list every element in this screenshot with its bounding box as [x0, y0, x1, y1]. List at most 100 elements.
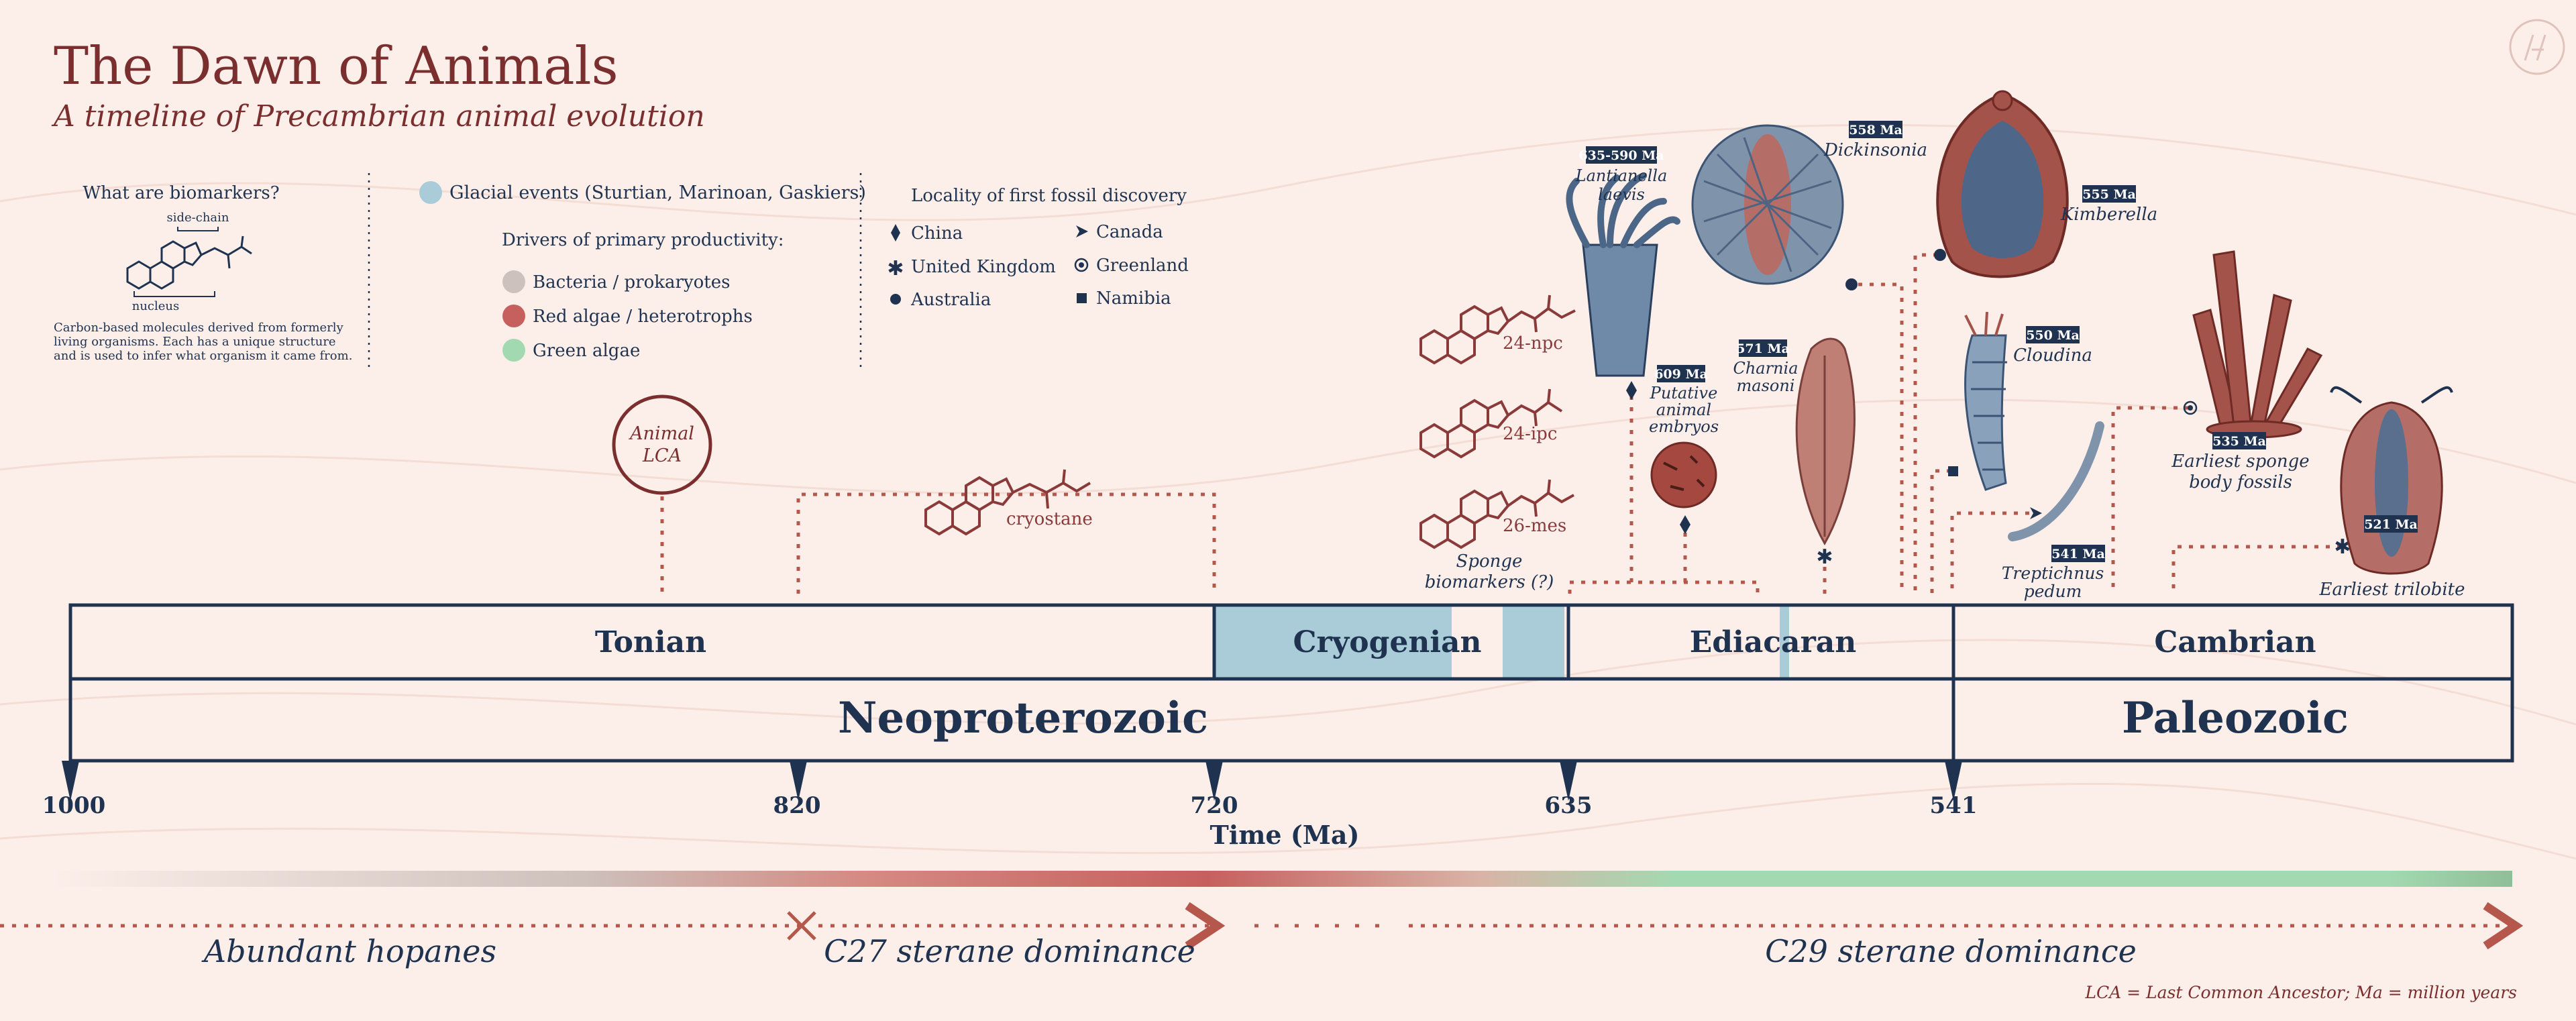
fossil-label-cloudina: 550 Ma Cloudina	[2013, 326, 2092, 366]
biomarkers-heading: What are biomarkers?	[83, 183, 279, 203]
footnote: LCA = Last Common Ancestor; Ma = million…	[2084, 983, 2517, 1002]
fossil-name: embryos	[1649, 417, 1719, 436]
age-badge	[2364, 515, 2418, 533]
dominance-hopanes: Abundant hopanes	[201, 933, 496, 969]
dot-icon	[890, 294, 901, 305]
background-contours	[0, 123, 2576, 860]
fossil-name: Putative	[1650, 384, 1718, 402]
sponge-marker-1: 24-npc	[1503, 333, 1563, 354]
dot-icon	[1934, 249, 1946, 261]
green-algae-swatch	[502, 339, 525, 362]
dominance-c29: C29 sterane dominance	[1765, 933, 2137, 969]
tick-marker-icon	[1945, 761, 1962, 801]
fossil-age: 535 Ma	[2212, 434, 2266, 449]
biomarkers-panel: What are biomarkers? side-chain nucleus …	[54, 183, 352, 363]
tick-label: 1000	[42, 792, 106, 819]
tick-label: 820	[773, 792, 821, 819]
sponge-fossil-illustration	[2192, 250, 2323, 439]
lantianella-illustration	[1566, 172, 1680, 377]
ringed-dot-icon	[1074, 258, 1089, 272]
bacteria-swatch	[502, 270, 525, 293]
fossil-name: Charnia	[1733, 359, 1798, 378]
period-tonian: Tonian	[595, 625, 706, 659]
fossil-label-embryos: 609 Ma Putative animal embryos	[1649, 365, 1719, 436]
cryostane-label: cryostane	[1006, 509, 1093, 529]
era-paleozoic: Paleozoic	[2122, 693, 2349, 743]
sponge-molecule-icon	[1419, 294, 1576, 365]
fossil-name: Earliest trilobite	[2319, 580, 2465, 600]
tick-label: 720	[1191, 792, 1238, 819]
fossil-name: Kimberella	[2060, 205, 2157, 225]
timeline: Tonian Cryogenian Ediacaran Cambrian Neo…	[42, 603, 2514, 850]
arrowhead-icon	[1076, 225, 1088, 237]
charnia-illustration	[1795, 337, 1856, 546]
locality-uk: United Kingdom	[911, 257, 1056, 277]
embryo-illustration	[1650, 441, 1717, 508]
fossil-age: 541 Ma	[2051, 547, 2105, 561]
glacial-swatch	[419, 181, 442, 204]
glacial-gaskiers	[1780, 605, 1789, 679]
asterisk-icon: ✱	[1816, 545, 1833, 569]
lca-label-2: LCA	[642, 445, 682, 466]
trilobite-illustration	[2330, 386, 2453, 575]
glacial-marinoan	[1503, 605, 1564, 679]
locality-china: China	[911, 223, 963, 244]
biomarkers-desc-2: living organisms. Each has a unique stru…	[54, 335, 336, 349]
square-icon	[1948, 466, 1958, 476]
biomarkers-desc-3: and is used to infer what organism it ca…	[54, 349, 352, 363]
tick-marker-icon	[62, 761, 79, 801]
diamond-icon	[891, 224, 900, 241]
diamond-icon	[1626, 381, 1637, 400]
lca-label-1: Animal	[628, 423, 694, 444]
side-chain-label: side-chain	[166, 211, 229, 225]
fossil-name: Lantianella	[1575, 166, 1668, 185]
fossil-label-charnia: 571 Ma Charnia masoni	[1733, 339, 1799, 395]
fossil-name: masoni	[1737, 376, 1795, 395]
fossil-name: pedum	[2024, 582, 2082, 601]
dot-icon	[1845, 278, 1858, 290]
sponge-marker-2: 24-ipc	[1503, 424, 1557, 444]
sterane-molecule-icon	[126, 235, 252, 290]
locality-australia: Australia	[910, 290, 991, 310]
animal-lca-event: Animal LCA	[612, 394, 712, 594]
fossil-name: Dickinsonia	[1823, 140, 1927, 160]
red-algae-label: Red algae / heterotrophs	[533, 307, 753, 327]
period-ediacaran: Ediacaran	[1690, 625, 1857, 659]
dominance-c27: C27 sterane dominance	[824, 933, 1195, 969]
diamond-icon	[1680, 515, 1690, 534]
page-subtitle: A timeline of Precambrian animal evoluti…	[51, 99, 705, 133]
dickinsonia-illustration	[1691, 124, 1844, 285]
fossil-label-treptichnus: 541 Ma Treptichnus pedum	[2002, 545, 2105, 601]
dominance-arrows	[0, 912, 2509, 939]
sponge-biomarkers-event: 24-npc 24-ipc 26-mes Sponge biomarkers (…	[1419, 294, 1576, 592]
productivity-legend: Glacial events (Sturtian, Marinoan, Gask…	[419, 181, 866, 362]
fossil-age: 558 Ma	[1849, 123, 1902, 138]
age-badge	[2026, 326, 2080, 343]
arrowhead-icon	[2030, 507, 2042, 519]
treptichnus-illustration	[2008, 421, 2104, 541]
period-cryogenian: Cryogenian	[1293, 625, 1481, 659]
fossil-label-trilobite: 521 Ma Earliest trilobite	[2319, 515, 2465, 600]
cloudina-illustration	[1964, 311, 2007, 491]
locality-canada: Canada	[1096, 222, 1163, 242]
age-badge	[2082, 185, 2136, 203]
locality-legend: Locality of first fossil discovery China…	[887, 186, 1188, 310]
glacial-legend-label: Glacial events (Sturtian, Marinoan, Gask…	[449, 182, 866, 203]
sponge-marker-3: 26-mes	[1503, 516, 1566, 536]
age-badge	[1586, 146, 1657, 164]
sponge-molecule-icon	[1419, 388, 1563, 459]
tick-label: 635	[1545, 792, 1593, 819]
ringed-dot-icon	[2183, 400, 2198, 415]
sponge-caption-1: Sponge	[1456, 551, 1523, 572]
age-badge	[1739, 339, 1787, 357]
fossil-label-dickinsonia: 558 Ma Dickinsonia	[1823, 121, 1927, 160]
fossil-age: 635-590 Ma	[1578, 148, 1664, 163]
drivers-heading: Drivers of primary productivity:	[502, 230, 784, 250]
fossil-name: laevis	[1598, 185, 1645, 204]
fossil-age: 555 Ma	[2082, 187, 2136, 202]
square-icon	[1077, 293, 1087, 303]
kimberella-illustration	[1936, 90, 2069, 278]
period-cambrian: Cambrian	[2154, 625, 2316, 659]
tick-marker-icon	[1205, 761, 1223, 801]
cryostane-event: cryostane	[796, 469, 1216, 594]
